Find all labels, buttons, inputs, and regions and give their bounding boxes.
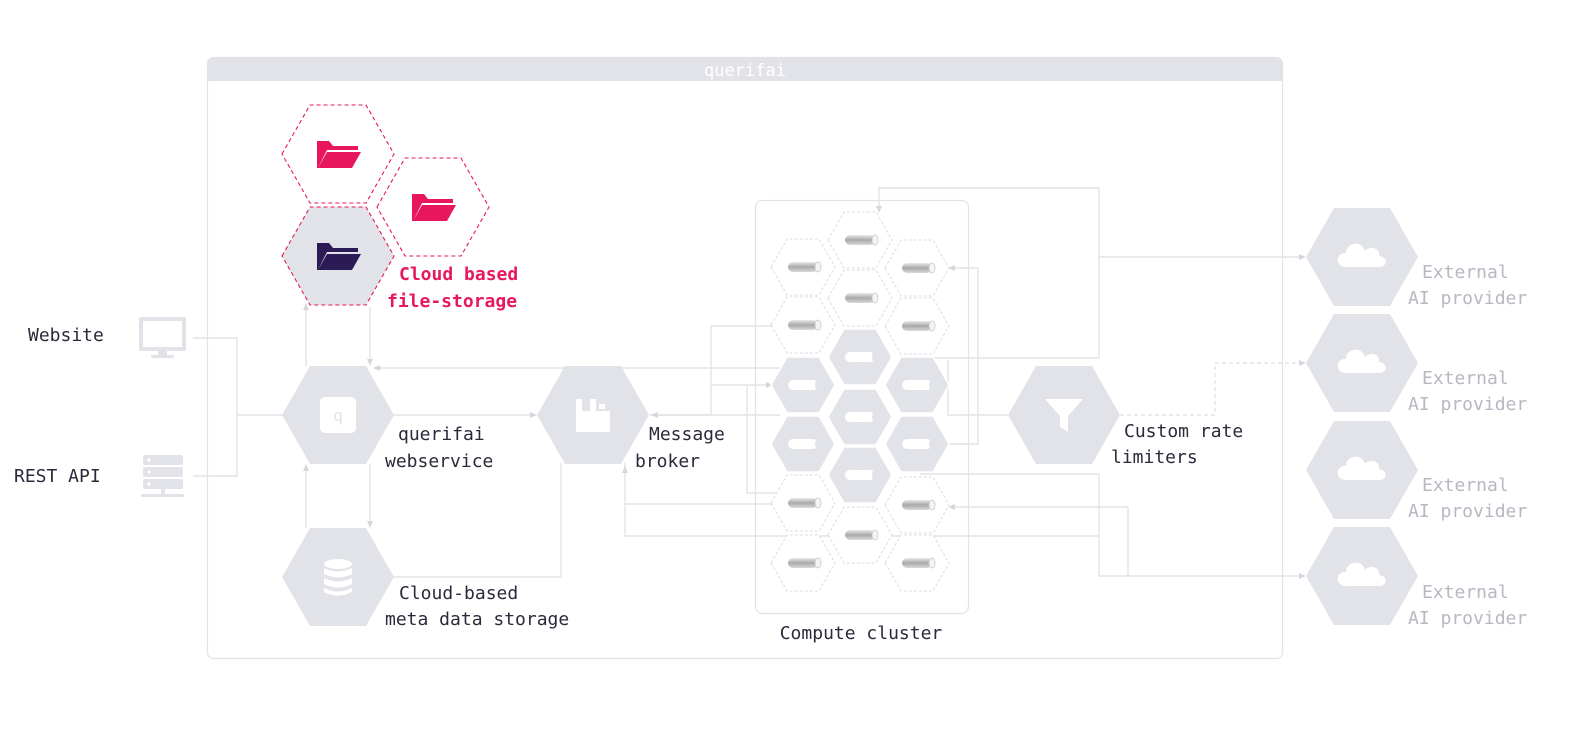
provider-3: External AI provider — [1306, 421, 1527, 522]
provider-1-label-1: External — [1422, 262, 1509, 283]
worker-icon — [787, 497, 822, 509]
provider-1-label-2: AI provider — [1408, 288, 1527, 309]
system-title: querifai — [704, 61, 786, 81]
worker-icon — [902, 439, 932, 449]
compute-node-active — [884, 415, 950, 473]
webservice-label-1: querifai — [398, 424, 485, 445]
provider-4-label-2: AI provider — [1408, 608, 1527, 629]
file-storage-label-2: file-storage — [387, 291, 517, 312]
compute-node-active — [827, 388, 893, 446]
worker-icon — [787, 261, 822, 273]
worker-icon — [901, 320, 936, 332]
worker-icon — [902, 380, 932, 390]
file-storage: Cloud based file-storage — [281, 104, 518, 312]
worker-icon — [788, 380, 818, 390]
webservice-label-2: webservice — [385, 451, 493, 472]
worker-icon — [901, 499, 936, 511]
database-icon — [324, 559, 352, 596]
compute-node-active — [884, 356, 950, 414]
rest-api-label: REST API — [14, 466, 101, 487]
webservice-node: q querifai webservice — [282, 366, 493, 472]
compute-node-active — [827, 446, 893, 504]
compute-cluster: Compute cluster — [754, 199, 970, 644]
filter-icon — [1045, 399, 1083, 432]
message-broker-node: Message broker — [537, 366, 725, 472]
system-title-bar — [207, 57, 1283, 81]
worker-icon — [787, 319, 822, 331]
website-label: Website — [28, 325, 104, 346]
worker-icon — [845, 352, 875, 362]
compute-node-active — [770, 356, 836, 414]
broker-label-1: Message — [649, 424, 725, 445]
client-rest-api: REST API — [14, 455, 184, 497]
provider-2: External AI provider — [1306, 314, 1527, 415]
compute-node-active — [770, 415, 836, 473]
meta-storage-label-1: Cloud-based — [399, 583, 518, 604]
client-website: Website — [28, 317, 186, 358]
meta-storage-label-2: meta data storage — [385, 609, 569, 630]
provider-3-label-1: External — [1422, 475, 1509, 496]
worker-icon — [844, 234, 879, 246]
webservice-badge-letter: q — [333, 406, 343, 425]
monitor-icon — [139, 317, 186, 358]
compute-node-active — [827, 328, 893, 386]
provider-3-label-2: AI provider — [1408, 501, 1527, 522]
server-icon — [141, 455, 184, 497]
limiter-label-1: Custom rate — [1124, 421, 1243, 442]
broker-label-2: broker — [635, 451, 700, 472]
provider-2-label-1: External — [1422, 368, 1509, 389]
webservice-badge-icon — [320, 397, 356, 433]
connection-lines — [193, 187, 1306, 579]
limiter-label-2: limiters — [1111, 447, 1198, 468]
cluster-label: Compute cluster — [780, 623, 943, 644]
rabbitmq-icon — [576, 399, 610, 432]
file-storage-label-1: Cloud based — [399, 264, 518, 285]
worker-icon — [788, 439, 818, 449]
cluster-boundary — [754, 199, 970, 615]
worker-icon — [844, 292, 879, 304]
worker-icon — [844, 529, 879, 541]
worker-icon — [845, 412, 875, 422]
meta-storage-node: Cloud-based meta data storage — [282, 528, 569, 630]
provider-1: External AI provider — [1306, 208, 1527, 309]
worker-icon — [901, 262, 936, 274]
worker-icon — [901, 557, 936, 569]
worker-icon — [845, 470, 875, 480]
provider-2-label-2: AI provider — [1408, 394, 1527, 415]
provider-4: External AI provider — [1306, 527, 1527, 629]
rate-limiter-node: Custom rate limiters — [1008, 366, 1243, 468]
provider-4-label-1: External — [1422, 582, 1509, 603]
worker-icon — [787, 557, 822, 569]
